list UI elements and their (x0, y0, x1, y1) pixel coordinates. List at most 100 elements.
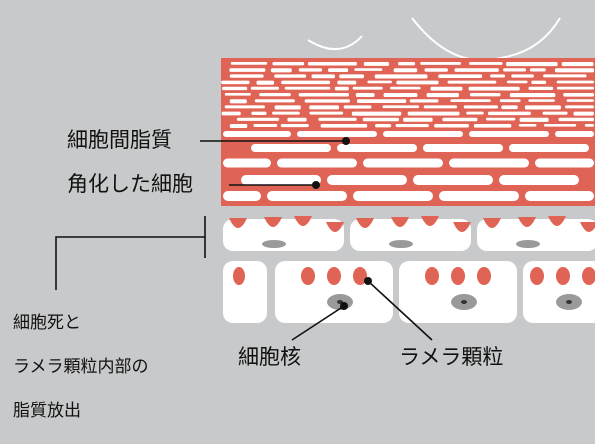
nucleolus (461, 300, 467, 304)
keratinized-cell (223, 131, 291, 137)
lamellar-granule-released (548, 216, 566, 226)
flake-cell (304, 99, 350, 103)
keratinized-cell (297, 131, 377, 137)
flake-cell (473, 124, 512, 128)
flake-cell (222, 86, 248, 91)
flake-cell (463, 105, 499, 109)
keratinized-cell (267, 191, 347, 201)
flake-cell (558, 117, 594, 122)
flake-cell (221, 111, 241, 116)
label-cell-death-line1: 細胞死と (13, 313, 81, 333)
flake-cell (382, 105, 420, 109)
flake-cell (254, 99, 295, 103)
flake-cell (307, 62, 358, 66)
keratinized-cell (555, 131, 594, 137)
leader-nucleus (291, 305, 345, 341)
flake-cell (528, 86, 554, 90)
flake-cell (355, 93, 375, 98)
flake-cell (375, 124, 392, 128)
flake-cell (407, 111, 460, 116)
dot-keratinized-cell (312, 181, 320, 189)
dot-lamellar-granule (364, 277, 372, 285)
label-cell-death-line2: ラメラ顆粒内部の (13, 357, 149, 377)
lamellar-granule-released (356, 218, 374, 228)
flake-cell (423, 105, 458, 109)
flake-cell (573, 111, 594, 116)
lamellar-granule (233, 267, 245, 285)
lamellar-granule-released (518, 217, 536, 227)
nucleus-shape (262, 240, 286, 248)
flake-cell (396, 80, 439, 85)
lamellar-granule-released (391, 217, 409, 227)
flake-cell (363, 62, 390, 66)
flake-cell (256, 80, 275, 85)
lamellar-granule-released (421, 216, 439, 226)
keratinized-cell (509, 144, 589, 152)
flake-cell (566, 99, 594, 102)
lamellar-granule-released (229, 218, 247, 228)
lamellar-granule (353, 267, 367, 285)
flake-cell (450, 99, 491, 103)
keratinized-cells (223, 131, 594, 201)
flake-cell (561, 62, 594, 67)
flake-cell (490, 74, 506, 78)
flake-cell (328, 68, 349, 73)
flake-cell (230, 62, 268, 65)
flake-cell (221, 80, 250, 85)
flake-cell (339, 74, 365, 79)
flake-cell (224, 105, 265, 109)
granular-cell (223, 219, 344, 251)
flake-cell (447, 80, 497, 84)
flake-cell (485, 117, 516, 121)
keratinized-cell (337, 144, 417, 152)
flake-cell (383, 93, 418, 98)
lamellar-granule (582, 267, 595, 285)
flake-cell (274, 74, 307, 78)
dot-nucleus (340, 302, 348, 310)
flake-cell (442, 117, 478, 122)
flake-cell (543, 124, 577, 127)
flake-curve-right (411, 17, 561, 62)
flake-cell (272, 62, 305, 66)
flake-cell (563, 93, 594, 97)
keratinized-cell (327, 175, 407, 185)
lamellar-granule (556, 267, 570, 285)
keratinized-cell (525, 191, 594, 201)
flake-cell (298, 68, 323, 72)
flake-cell (284, 86, 331, 90)
flake-cell (343, 105, 372, 109)
lamellar-granule-released (483, 218, 501, 228)
flake-cell (374, 74, 428, 79)
flake-cell (438, 74, 483, 79)
flake-cell (529, 68, 546, 72)
flake-cell (424, 68, 448, 72)
keratinized-cell (439, 191, 519, 201)
label-cell-death-lipid-release: 細胞死と ラメラ顆粒内部の 脂質放出 (13, 290, 149, 444)
label-nucleus: 細胞核 (238, 345, 301, 369)
flake-cell (281, 80, 331, 85)
lamellar-granule (451, 267, 465, 285)
flake-cell (503, 68, 527, 72)
flake-cell (229, 124, 248, 129)
lamellar-granule-released (580, 222, 595, 232)
keratinized-cell (423, 144, 503, 152)
flake-cell (318, 117, 357, 121)
flake-cell (337, 80, 357, 85)
flake-cell (309, 111, 344, 115)
flake-cell (253, 124, 278, 127)
lamellar-granule (301, 267, 315, 285)
leader-lamellar-granule (367, 280, 433, 341)
flake-cell (354, 68, 383, 71)
flake-cell (259, 93, 291, 97)
flake-cell (511, 74, 534, 78)
flake-cell (434, 124, 469, 128)
flake-cell (430, 86, 463, 91)
label-cell-death-line3: 脂質放出 (13, 401, 81, 421)
flake-cell (250, 86, 280, 90)
flake-cell (287, 117, 307, 122)
lamellar-granule (327, 267, 341, 285)
flake-cell (468, 86, 520, 91)
flake-cell (390, 86, 421, 90)
keratinized-cell (499, 175, 579, 185)
flake-cell (487, 111, 531, 116)
